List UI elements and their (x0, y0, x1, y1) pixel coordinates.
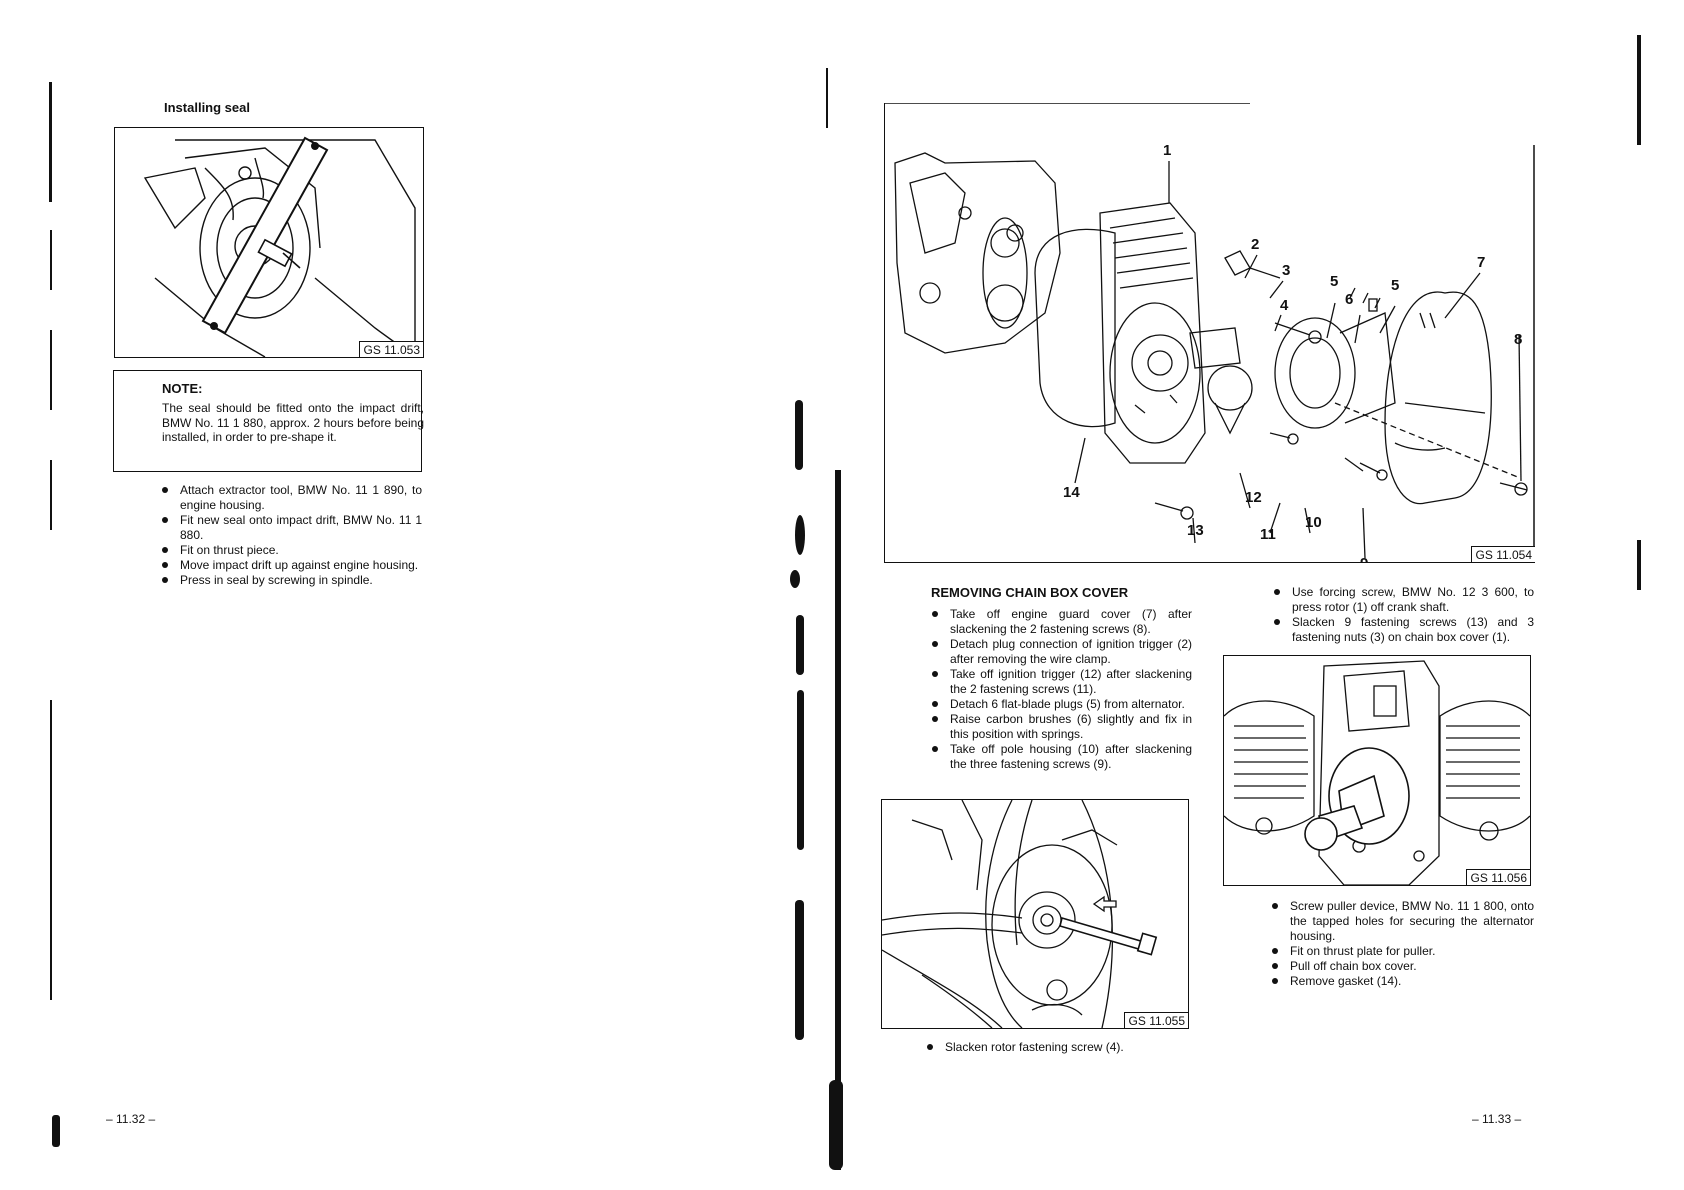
illustration-exploded-engine: 1 2 3 4 5 6 5 7 8 14 12 13 11 10 9 (885, 103, 1535, 562)
list-item: Fit on thrust plate for puller. (1268, 944, 1534, 959)
scan-edge-mark (1637, 540, 1641, 590)
gutter-shadow (795, 400, 803, 470)
list-item: Take off ignition trigger (12) after sla… (928, 667, 1192, 697)
list-item: Move impact drift up against engine hous… (158, 558, 422, 573)
callout-13: 13 (1187, 522, 1204, 539)
list-item: Remove gasket (14). (1268, 974, 1534, 989)
note-box: NOTE: The seal should be fitted onto the… (113, 370, 424, 472)
scan-edge-mark (826, 68, 828, 128)
callout-labels: 1 2 3 4 5 6 5 7 8 14 12 13 11 10 9 (1063, 142, 1522, 562)
callout-10: 10 (1305, 514, 1322, 531)
rotor-press-list: Use forcing screw, BMW No. 12 3 600, to … (1270, 585, 1534, 645)
callout-8: 8 (1514, 331, 1522, 348)
section-heading: REMOVING CHAIN BOX COVER (931, 585, 1129, 600)
list-item: Use forcing screw, BMW No. 12 3 600, to … (1270, 585, 1534, 615)
page-number-left: – 11.32 – (106, 1112, 156, 1126)
illustration-extractor-tool (143, 136, 416, 357)
list-item: Slacken rotor fastening screw (4). (923, 1040, 1187, 1055)
figure-engine-front: GS 11.056 (1223, 655, 1531, 886)
list-item: Pull off chain box cover. (1268, 959, 1534, 974)
scan-edge-mark (52, 1115, 60, 1147)
callout-6: 6 (1345, 291, 1353, 308)
list-item: Fit on thrust piece. (158, 543, 422, 558)
arrow-left-icon (1092, 895, 1117, 913)
callout-7: 7 (1477, 254, 1485, 271)
gutter-shadow (797, 690, 804, 850)
rotor-step-list: Slacken rotor fastening screw (4). (923, 1040, 1187, 1055)
list-item: Raise carbon brushes (6) slightly and fi… (928, 712, 1192, 742)
list-item: Take off pole housing (10) after slacken… (928, 742, 1192, 772)
gutter-shadow (835, 470, 841, 1170)
callout-2: 2 (1251, 236, 1259, 253)
note-text: The seal should be fitted onto the impac… (162, 401, 424, 444)
callout-14: 14 (1063, 484, 1080, 501)
scan-edge-mark (49, 82, 52, 202)
scan-edge-mark (50, 330, 52, 410)
list-item: Take off engine guard cover (7) after sl… (928, 607, 1192, 637)
removal-steps-list: Take off engine guard cover (7) after sl… (928, 607, 1192, 772)
left-heading: Installing seal (164, 100, 250, 115)
list-item: Attach extractor tool, BMW No. 11 1 890,… (158, 483, 422, 513)
scan-edge-mark (50, 460, 52, 530)
figure-label: GS 11.055 (1123, 1012, 1188, 1028)
figure-label: GS 11.054 (1470, 546, 1535, 562)
callout-5b: 5 (1391, 277, 1399, 294)
gutter-shadow (795, 515, 805, 555)
list-item: Detach 6 flat-blade plugs (5) from alter… (928, 697, 1192, 712)
list-item: Fit new seal onto impact drift, BMW No. … (158, 513, 422, 543)
gutter-shadow (829, 1080, 843, 1170)
figure-chain-box-exploded-view: 1 2 3 4 5 6 5 7 8 14 12 13 11 10 9 GS 11… (884, 103, 1535, 563)
list-item: Screw puller device, BMW No. 11 1 800, o… (1268, 899, 1534, 944)
figure-installing-seal: GS 11.053 (114, 127, 424, 358)
callout-11: 11 (1260, 526, 1276, 543)
callout-3: 3 (1282, 262, 1290, 279)
note-title: NOTE: (162, 381, 203, 396)
scan-edge-mark (50, 230, 52, 290)
page-number-right: – 11.33 – (1472, 1112, 1522, 1126)
scan-edge-mark (50, 700, 52, 1000)
figure-label: GS 11.053 (358, 341, 423, 357)
gutter-shadow (796, 615, 804, 675)
scan-edge-mark (1637, 35, 1641, 145)
callout-12: 12 (1245, 489, 1262, 506)
illustration-rotor-screw (882, 800, 1158, 1028)
gutter-shadow (795, 900, 804, 1040)
gutter-shadow (790, 570, 800, 588)
list-item: Detach plug connection of ignition trigg… (928, 637, 1192, 667)
list-item: Press in seal by screwing in spindle. (158, 573, 422, 588)
callout-1: 1 (1163, 142, 1171, 159)
callout-5: 5 (1330, 273, 1338, 290)
figure-rotor-screw: GS 11.055 (881, 799, 1189, 1029)
callout-4: 4 (1280, 297, 1289, 314)
puller-steps-list: Screw puller device, BMW No. 11 1 800, o… (1268, 899, 1534, 989)
illustration-engine-front (1224, 660, 1530, 885)
list-item: Slacken 9 fastening screws (13) and 3 fa… (1270, 615, 1534, 645)
callout-9: 9 (1360, 555, 1368, 562)
figure-label: GS 11.056 (1465, 869, 1530, 885)
left-bullet-list: Attach extractor tool, BMW No. 11 1 890,… (158, 483, 422, 588)
